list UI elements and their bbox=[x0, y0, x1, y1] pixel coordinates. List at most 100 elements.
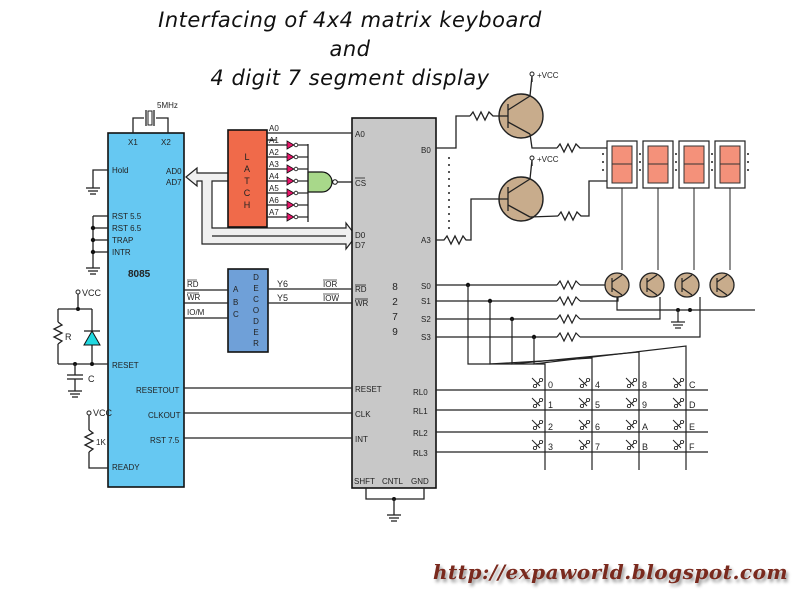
wire bbox=[681, 287, 693, 296]
reset-capacitor-label: C bbox=[88, 374, 95, 384]
segment-upper bbox=[683, 145, 705, 165]
inverter-bubble bbox=[293, 202, 299, 208]
key-label: 4 bbox=[595, 380, 600, 390]
pin-resetout: RESETOUT bbox=[136, 386, 180, 395]
switch-contact bbox=[627, 425, 632, 430]
signal-ior: IOR bbox=[323, 280, 337, 289]
key-label: 9 bbox=[642, 400, 647, 410]
key-label: 3 bbox=[548, 442, 553, 452]
address-data-bus bbox=[185, 166, 357, 251]
switch-contact bbox=[539, 377, 544, 382]
dot bbox=[448, 185, 450, 187]
decoder-output-y6: Y6 bbox=[277, 279, 288, 289]
key-label: 6 bbox=[595, 422, 600, 432]
decoder-body bbox=[227, 268, 269, 353]
switch-contact bbox=[633, 377, 638, 382]
kdc-pin-rl3: RL3 bbox=[413, 449, 428, 458]
keypad-key: 1 bbox=[531, 397, 553, 410]
switch-contact bbox=[633, 419, 638, 424]
key-label: E bbox=[689, 422, 695, 432]
inverter-icon bbox=[286, 200, 295, 210]
switch-contact bbox=[533, 445, 538, 450]
latch-output-label: A3 bbox=[269, 160, 279, 169]
letter: D bbox=[253, 273, 259, 282]
inverter-icon bbox=[286, 188, 295, 198]
kdc-body bbox=[351, 117, 437, 489]
segment-upper bbox=[719, 145, 741, 165]
wire bbox=[580, 297, 701, 338]
switch-icon bbox=[672, 419, 682, 429]
dot bbox=[639, 153, 641, 155]
keypad-key: 9 bbox=[625, 397, 647, 410]
letter: D bbox=[253, 317, 259, 326]
switch-icon bbox=[578, 377, 588, 387]
wire bbox=[511, 319, 640, 470]
reset-resistor-label: R bbox=[65, 332, 72, 342]
kdc-pin-wr: WR bbox=[355, 299, 369, 308]
keypad-key: C bbox=[672, 377, 696, 390]
switch-contact bbox=[627, 383, 632, 388]
junction bbox=[688, 308, 692, 312]
key-label: 2 bbox=[548, 422, 553, 432]
switch-icon bbox=[672, 377, 682, 387]
inverter-bubble bbox=[293, 214, 299, 220]
latch-output-label: A2 bbox=[269, 148, 279, 157]
segment-lower bbox=[611, 163, 633, 184]
segment-bus-dots bbox=[448, 157, 450, 229]
letter: E bbox=[253, 284, 258, 293]
switch-contact bbox=[586, 419, 591, 424]
interrupt-tie bbox=[86, 215, 108, 275]
inverter-icon bbox=[286, 176, 295, 186]
kdc-pin-s0: S0 bbox=[421, 282, 431, 291]
kdc-pin-rl1: RL1 bbox=[413, 407, 428, 416]
kdc-pin-shft: SHFT bbox=[354, 477, 375, 486]
switch-contact bbox=[633, 439, 638, 444]
letter: H bbox=[244, 200, 251, 210]
pin-ready: READY bbox=[112, 463, 140, 472]
switch-contact bbox=[533, 425, 538, 430]
key-label: C bbox=[689, 380, 696, 390]
kdc-pin-d0: D0 bbox=[355, 231, 366, 240]
dot bbox=[448, 220, 450, 222]
crystal-icon bbox=[132, 110, 169, 133]
switch-icon bbox=[672, 397, 682, 407]
key-label: 0 bbox=[548, 380, 553, 390]
letter: C bbox=[244, 188, 251, 198]
dot bbox=[711, 169, 713, 171]
key-label: 7 bbox=[595, 442, 600, 452]
title-line-2: and bbox=[329, 37, 371, 61]
letter: T bbox=[244, 176, 250, 186]
resistor-icon bbox=[556, 331, 581, 343]
pin-trap: TRAP bbox=[112, 236, 133, 245]
keypad-key: 2 bbox=[531, 419, 553, 432]
keypad-key: D bbox=[672, 397, 696, 410]
kdc-pin-a3: A3 bbox=[421, 236, 431, 245]
dot bbox=[448, 227, 450, 229]
letter: 9 bbox=[392, 327, 398, 338]
switch-icon bbox=[625, 419, 635, 429]
inverter-bubble bbox=[293, 190, 299, 196]
wire bbox=[646, 274, 658, 283]
vcc-label-1: +VCC bbox=[537, 71, 559, 80]
switch-contact bbox=[539, 419, 544, 424]
kdc-pin-b0: B0 bbox=[421, 146, 431, 155]
wire bbox=[716, 287, 728, 296]
latch-output-label: A6 bbox=[269, 196, 279, 205]
letter: A bbox=[244, 164, 250, 174]
dot bbox=[448, 178, 450, 180]
dot bbox=[747, 153, 749, 155]
switch-contact bbox=[580, 383, 585, 388]
switch-icon bbox=[531, 419, 541, 429]
dot bbox=[602, 169, 604, 171]
ready-resistor-label: 1K bbox=[96, 438, 106, 447]
dot bbox=[448, 199, 450, 201]
latch-output-label: A7 bbox=[269, 208, 279, 217]
switch-contact bbox=[674, 383, 679, 388]
keypad-key: 7 bbox=[578, 439, 600, 452]
letter: O bbox=[253, 306, 259, 315]
